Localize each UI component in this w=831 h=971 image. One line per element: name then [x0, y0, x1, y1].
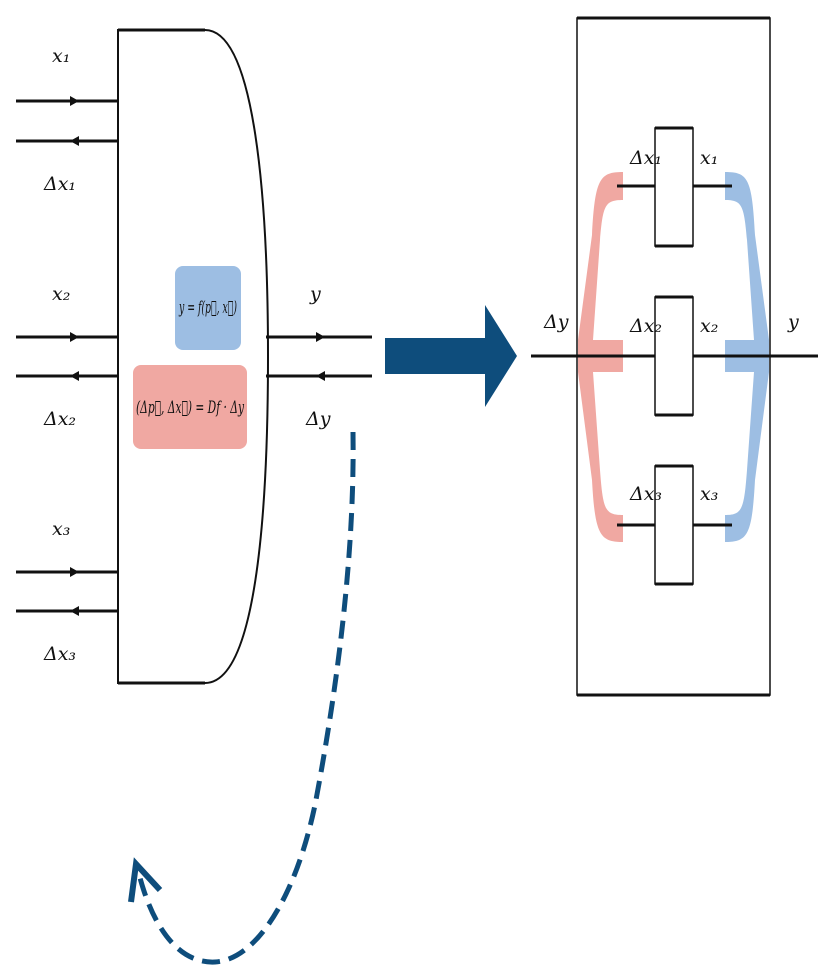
branch-2-value-label: x₂ — [700, 315, 718, 337]
branch-3-value-label: x₃ — [700, 483, 718, 505]
backward-arrowhead-icon — [70, 371, 79, 381]
left-function-block: y = f(p⃗, x⃗) (Δp⃗, Δx⃗) = Df · Δy — [117, 28, 270, 685]
backward-arrowhead-icon — [70, 606, 79, 616]
forward-arrowhead-icon — [316, 332, 325, 342]
right-expanded-block: Δy y Δx₁ x₁ Δx₂ x₂ Δx₃ x₃ — [531, 16, 818, 697]
left-input-1: x₁ Δx₁ — [16, 45, 118, 195]
input-2-value-label: x₂ — [52, 283, 70, 305]
branch-1-value-label: x₁ — [700, 147, 718, 169]
input-1-value-label: x₁ — [52, 45, 70, 67]
branch-3-grad-label: Δx₃ — [629, 483, 662, 505]
output-grad-label: Δy — [305, 408, 331, 430]
branch-1-grad-label: Δx₁ — [629, 147, 662, 169]
left-output: y Δy — [266, 283, 372, 430]
branch-2-grad-label: Δx₂ — [629, 315, 662, 337]
forward-equation: y = f(p⃗, x⃗) — [178, 298, 237, 318]
input-3-grad-label: Δx₃ — [43, 643, 76, 665]
left-input-3: x₃ Δx₃ — [16, 518, 118, 665]
output-value-label: y — [309, 283, 321, 305]
backward-arrowhead-icon — [70, 136, 79, 146]
backward-arrowhead-icon — [316, 371, 325, 381]
left-block-outline — [117, 29, 270, 684]
branch-3: Δx₃ x₃ — [617, 464, 732, 586]
right-output-label: y — [787, 311, 799, 333]
backward-equation-box — [133, 365, 247, 449]
input-3-value-label: x₃ — [52, 518, 70, 540]
right-input-grad-label: Δy — [543, 311, 569, 333]
branch-2: Δx₂ x₂ — [629, 295, 718, 417]
branch-1-box — [654, 127, 694, 247]
branch-1: Δx₁ x₁ — [617, 126, 732, 248]
forward-equation-box — [175, 266, 241, 350]
input-2-grad-label: Δx₂ — [43, 408, 76, 430]
forward-arrowhead-icon — [70, 567, 79, 577]
dashed-loop-arrow-icon — [135, 431, 356, 965]
branch-2-box — [654, 296, 694, 416]
dashed-arrowhead-icon — [128, 857, 163, 903]
backward-equation: (Δp⃗, Δx⃗) = Df · Δy — [136, 398, 244, 418]
input-1-grad-label: Δx₁ — [43, 173, 76, 195]
expand-arrow-icon — [385, 305, 517, 407]
forward-arrowhead-icon — [70, 96, 79, 106]
left-input-2: x₂ Δx₂ — [16, 283, 118, 430]
forward-arrowhead-icon — [70, 332, 79, 342]
